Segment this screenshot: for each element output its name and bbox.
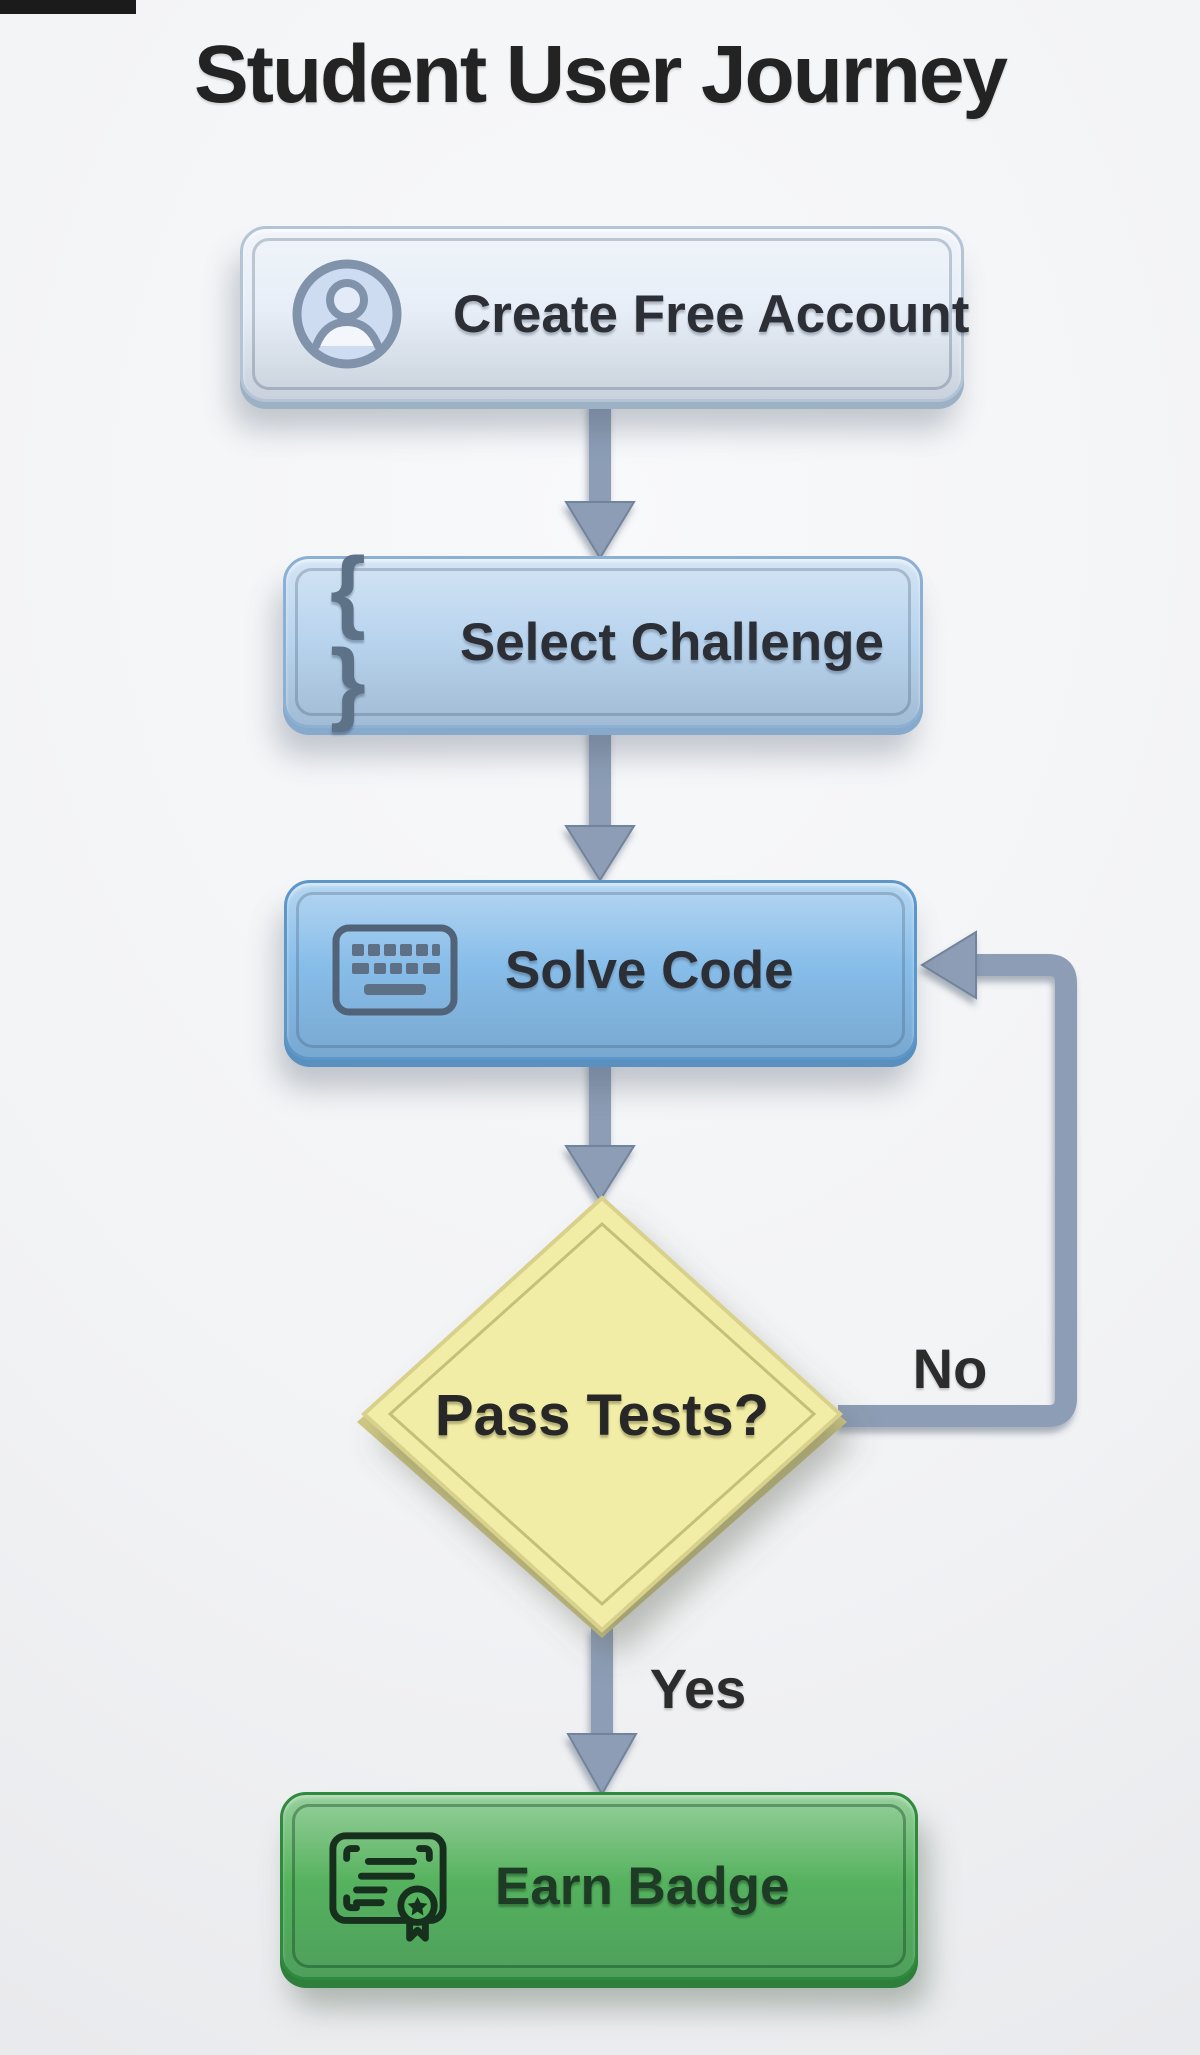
arrowhead-1 <box>564 501 636 560</box>
flow-node-select-challenge: { } Select Challenge <box>283 544 923 728</box>
flow-node-earn-badge: Earn Badge <box>280 1792 918 1980</box>
flow-node-solve-code: Solve Code <box>284 880 917 1060</box>
no-label: No <box>912 1337 988 1400</box>
arrowhead-3 <box>564 1145 636 1202</box>
top-left-dark-strip <box>0 0 136 14</box>
certificate-badge-icon <box>329 1832 447 1942</box>
node-label: Create Free Account <box>453 284 970 344</box>
arrowhead-2 <box>564 825 636 882</box>
yes-label: Yes <box>649 1657 747 1720</box>
decision-label-pass-tests: Pass Tests? <box>434 1383 770 1448</box>
node-label: Earn Badge <box>495 1856 790 1916</box>
node-label: Select Challenge <box>459 612 884 672</box>
decision-diamond <box>361 1195 843 1633</box>
decision-diamond-rim <box>387 1221 817 1607</box>
code-braces-icon: { } <box>330 539 374 733</box>
connector-no-loop <box>838 954 1077 1427</box>
keyboard-icon <box>332 924 458 1016</box>
arrowhead-yes <box>566 1733 638 1797</box>
node-label: Solve Code <box>505 940 794 1000</box>
arrowhead-no <box>920 930 977 1000</box>
user-circle-icon <box>292 259 402 369</box>
page-title: Student User Journey <box>193 29 1008 120</box>
flow-node-create-free-account: Create Free Account <box>240 226 969 402</box>
